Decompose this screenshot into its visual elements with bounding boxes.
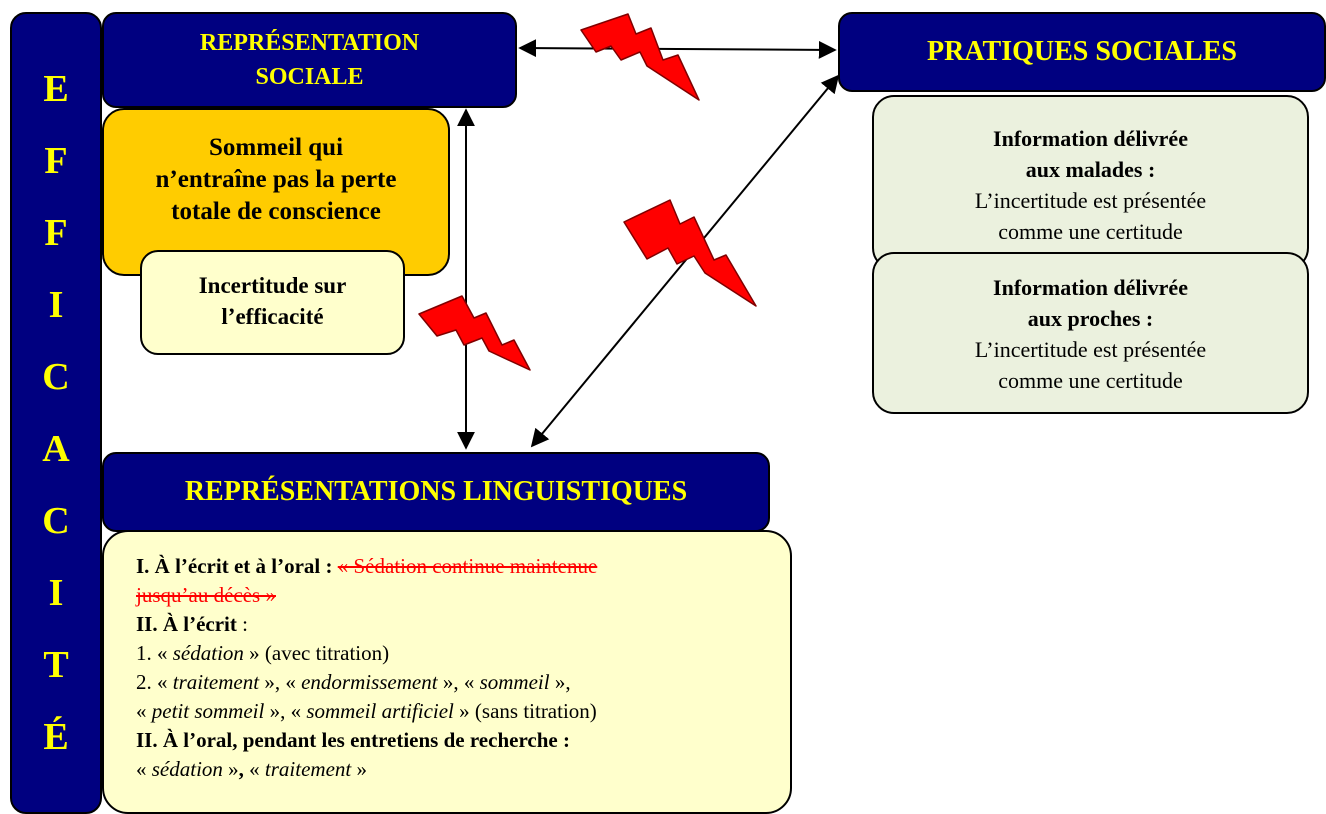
list-item: 2. « traitement », « endormissement », «…	[136, 670, 571, 694]
efficacite-banner: E F F I C A C I T É	[10, 12, 102, 814]
box-text: comme une certitude	[998, 368, 1183, 393]
list-item: « petit sommeil », « sommeil artificiel …	[136, 699, 597, 723]
box-text: L’incertitude est présentée	[974, 337, 1207, 362]
struck-text: jusqu’au décès »	[136, 583, 276, 607]
list-item: I. À l’écrit et à l’oral : « Sédation co…	[136, 554, 598, 578]
box-text: comme une certitude	[998, 219, 1183, 244]
incertitude-box: Incertitude sur l’efficacité	[140, 250, 405, 355]
banner-letter: É	[43, 716, 69, 758]
struck-text: « Sédation continue maintenue	[337, 554, 598, 578]
box-text: L’incertitude est présentée	[974, 188, 1207, 213]
banner-letter: C	[42, 356, 70, 398]
lightning-bolt-icon	[418, 295, 531, 371]
header-line: SOCIALE	[255, 64, 364, 90]
info-malades-box: Information délivrée aux malades : L’inc…	[872, 95, 1309, 270]
banner-letter: A	[42, 428, 70, 470]
list-item: 1. « sédation » (avec titration)	[136, 641, 390, 665]
box-title: aux malades :	[1025, 157, 1156, 182]
box-title: Information délivrée	[993, 275, 1188, 300]
info-proches-box: Information délivrée aux proches : L’inc…	[872, 252, 1309, 414]
banner-letter: F	[44, 212, 68, 254]
list-item: jusqu’au décès »	[136, 581, 790, 610]
box-title: aux proches :	[1027, 306, 1154, 331]
header-line: REPRÉSENTATION	[199, 30, 420, 56]
arrow-social-practices	[518, 39, 837, 59]
representation-sociale-header: REPRÉSENTATION SOCIALE	[102, 12, 517, 108]
box-line: l’efficacité	[221, 304, 324, 329]
banner-letter: T	[43, 644, 69, 686]
lightning-bolt-icon	[580, 13, 700, 101]
linguistic-list-box: I. À l’écrit et à l’oral : « Sédation co…	[102, 530, 792, 814]
banner-letter: E	[43, 68, 69, 110]
banner-letter: F	[44, 140, 68, 182]
box-line: Incertitude sur	[198, 273, 347, 298]
box-title: Information délivrée	[993, 126, 1188, 151]
box-line: Sommeil qui	[208, 134, 344, 161]
banner-letter: I	[48, 572, 64, 614]
box-line: totale de conscience	[171, 198, 381, 225]
banner-letter: I	[48, 284, 64, 326]
list-item: II. À l’oral, pendant les entretiens de …	[136, 728, 570, 752]
banner-letter: C	[42, 500, 70, 542]
sommeil-box: Sommeil qui n’entraîne pas la perte tota…	[102, 108, 450, 276]
list-item: « sédation », « traitement »	[136, 757, 367, 781]
lightning-bolt-icon	[623, 199, 757, 307]
list-item: II. À l’écrit :	[136, 612, 248, 636]
pratiques-sociales-header: PRATIQUES SOCIALES	[838, 12, 1326, 92]
box-line: n’entraîne pas la perte	[155, 166, 397, 193]
